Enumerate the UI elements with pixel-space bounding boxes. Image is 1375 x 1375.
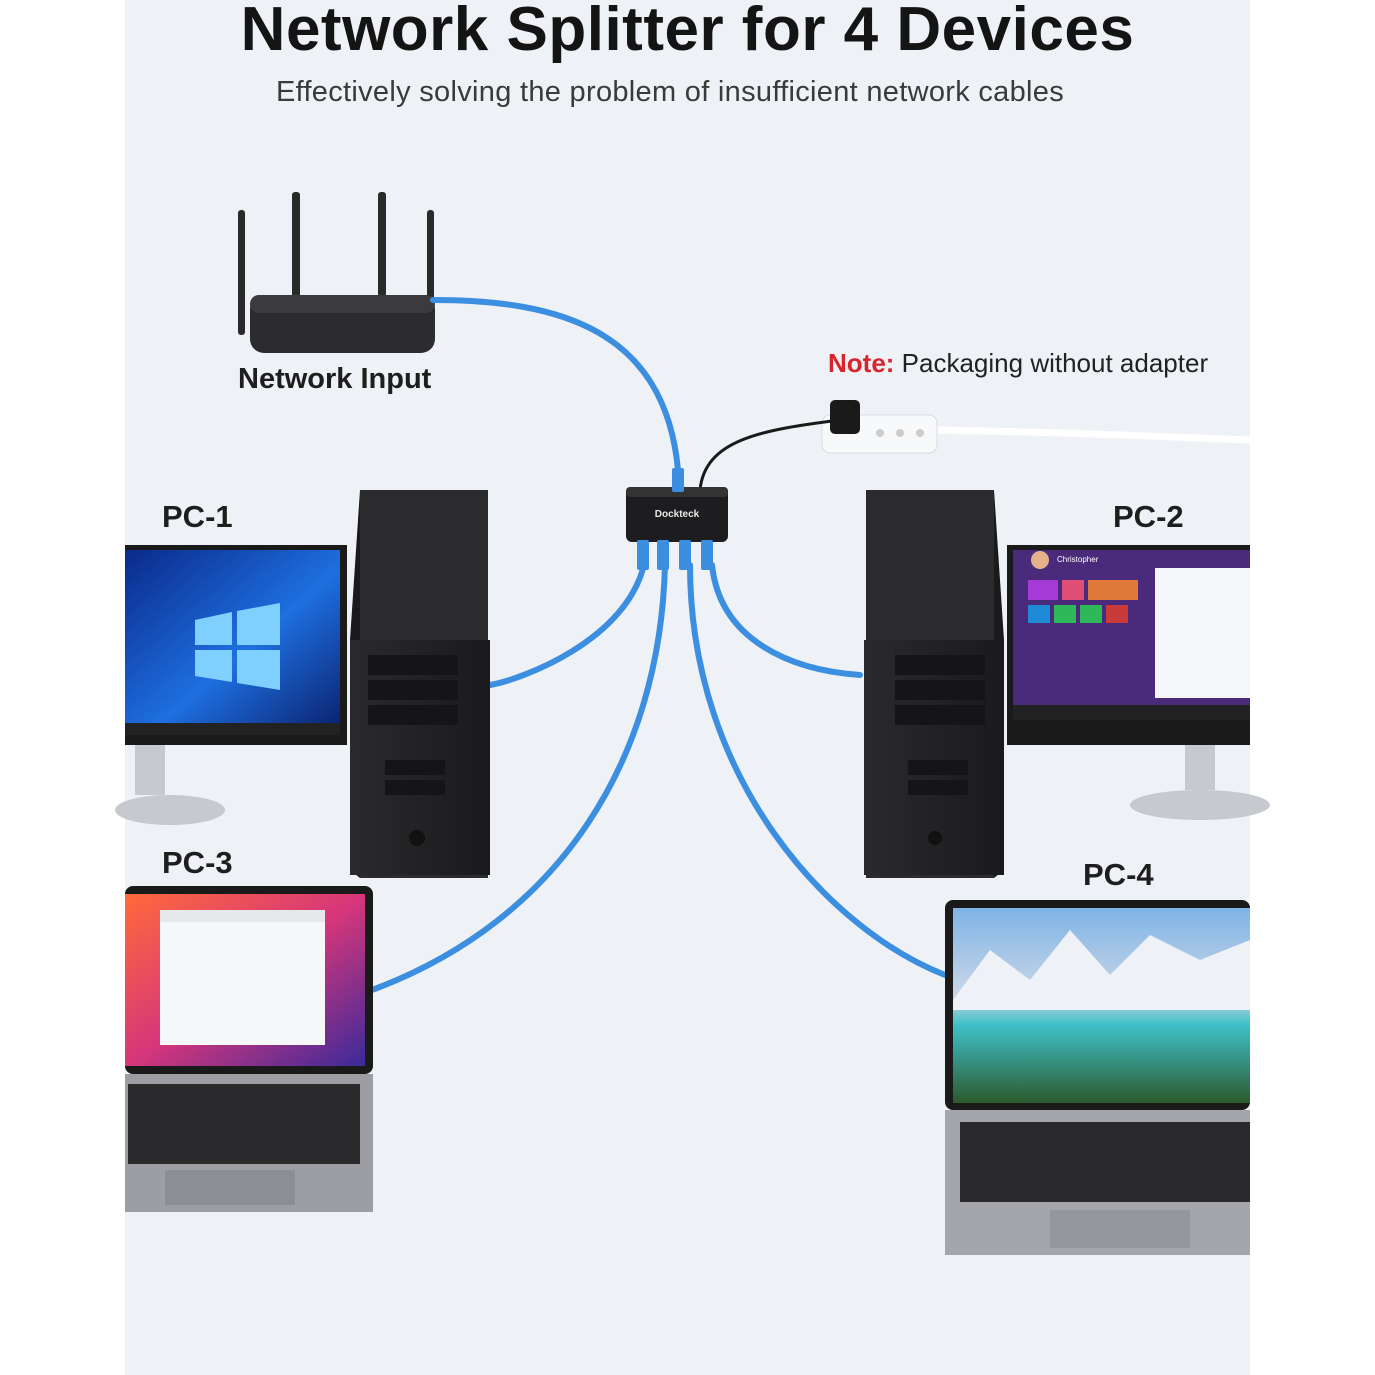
pc2-screen-user: Christopher xyxy=(1057,555,1099,564)
page-subtitle: Effectively solving the problem of insuf… xyxy=(275,76,1065,108)
router xyxy=(238,192,435,353)
note-prefix: Note: xyxy=(828,348,895,378)
pc4-laptop xyxy=(945,900,1250,1255)
power-strip xyxy=(698,400,1251,491)
packaging-note: Note: Packaging without adapter xyxy=(828,348,1208,379)
label-pc1: PC-1 xyxy=(162,499,233,534)
pc2-monitor: Christopher xyxy=(1007,545,1270,820)
label-pc4: PC-4 xyxy=(1083,857,1154,892)
pc2-tower xyxy=(864,490,1004,878)
network-cables xyxy=(369,297,948,993)
pc1-monitor xyxy=(115,545,347,825)
label-network-input: Network Input xyxy=(238,363,432,395)
pc3-laptop xyxy=(125,886,373,1212)
note-text: Packaging without adapter xyxy=(901,348,1209,378)
label-pc2: PC-2 xyxy=(1113,499,1184,534)
label-pc3: PC-3 xyxy=(162,845,233,880)
network-splitter: Dockteck xyxy=(626,468,728,570)
splitter-brand: Dockteck xyxy=(655,509,700,520)
pc1-tower xyxy=(350,490,490,878)
page-title: Network Splitter for 4 Devices xyxy=(240,0,1135,64)
